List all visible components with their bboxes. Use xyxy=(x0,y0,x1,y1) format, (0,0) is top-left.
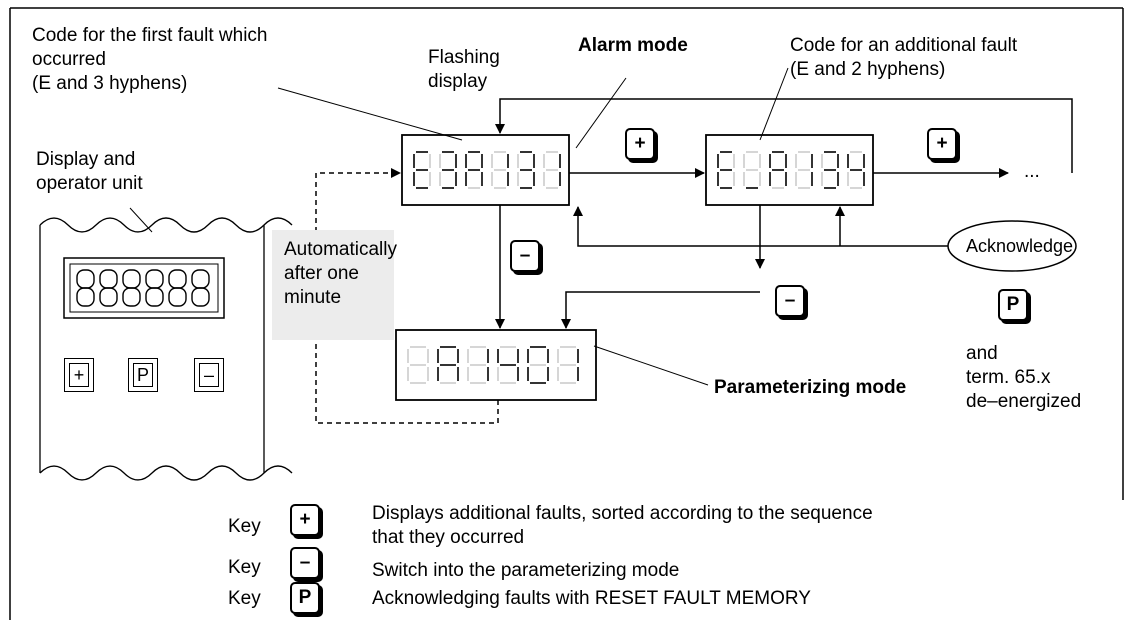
minus-key-additional[interactable]: – xyxy=(775,285,805,317)
param-mode-label: Parameterizing mode xyxy=(714,377,907,398)
acknowledge-ellipse xyxy=(947,220,1077,272)
p-key[interactable]: P xyxy=(998,289,1028,321)
display-unit-label: Display and operator unit xyxy=(36,149,143,194)
flow-arrows xyxy=(315,98,1073,424)
legend-prefix-3: Key xyxy=(228,588,261,609)
panel-digit-bot xyxy=(191,287,210,307)
alarm-mode-callout xyxy=(575,77,627,149)
first-fault-display-frame xyxy=(401,134,570,206)
legend-prefix-1: Key xyxy=(228,516,261,537)
additional-fault-display-frame xyxy=(705,134,874,206)
panel-minus-label: – xyxy=(203,364,214,385)
plus-key[interactable]: + xyxy=(625,128,655,160)
panel-plus-label: + xyxy=(73,364,85,385)
auto-note-box xyxy=(272,230,394,340)
legend-p-key: P xyxy=(290,582,320,614)
panel-digit-bot xyxy=(168,287,187,307)
additional-fault-callout xyxy=(759,67,789,141)
panel-digit-bot xyxy=(145,287,164,307)
panel-segments xyxy=(76,269,210,307)
ellipsis-label: ... xyxy=(1024,161,1040,182)
flashing-display-label: Flashing display xyxy=(428,47,500,92)
panel-digit-bot xyxy=(99,287,118,307)
param-display-frame xyxy=(395,329,597,401)
panel-digit-bot xyxy=(122,287,141,307)
plus-key-additional[interactable]: + xyxy=(927,128,957,160)
first-fault-label: Code for the first fault which occurred … xyxy=(32,25,268,94)
panel-plus-button[interactable]: + xyxy=(64,358,94,392)
legend-text-2: Switch into the parameterizing mode xyxy=(372,560,680,581)
additional-fault-label: Code for an additional fault (E and 2 hy… xyxy=(790,35,1018,80)
additional-fault-segments xyxy=(717,151,865,189)
auto-note-label: Automatically after one minute xyxy=(284,239,397,308)
param-mode-callout xyxy=(593,345,709,386)
first-fault-callout xyxy=(277,87,463,141)
minus-key[interactable]: – xyxy=(510,240,540,272)
panel-digit-bot xyxy=(76,287,95,307)
panel-p-button[interactable]: P xyxy=(128,358,158,392)
p-note-label: and term. 65.x de–energized xyxy=(966,343,1082,412)
operator-unit-panel xyxy=(39,207,293,481)
legend-text-3: Acknowledging faults with RESET FAULT ME… xyxy=(372,588,811,609)
acknowledge-label: Acknowledge xyxy=(966,236,1074,256)
alarm-mode-label: Alarm mode xyxy=(578,35,688,56)
outer-frame xyxy=(9,7,1124,620)
param-segments xyxy=(407,346,579,384)
legend-text-1: Displays additional faults, sorted accor… xyxy=(372,503,873,548)
legend-prefix-2: Key xyxy=(228,557,261,578)
panel-minus-button[interactable]: – xyxy=(194,358,224,392)
legend-minus-key: – xyxy=(290,547,320,579)
panel-p-label: P xyxy=(136,364,149,385)
first-fault-segments xyxy=(413,151,561,189)
legend-plus-key: + xyxy=(290,504,320,536)
